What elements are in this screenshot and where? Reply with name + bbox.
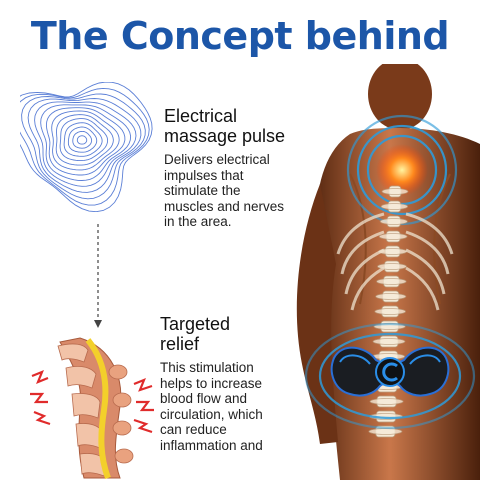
section-heading-electrical-pulse: Electrical massage pulse bbox=[164, 106, 285, 146]
section-body-targeted-relief: This stimulation helps to increase blood… bbox=[160, 360, 263, 453]
heading-line: Electrical bbox=[164, 106, 238, 126]
heading-line: relief bbox=[160, 334, 200, 354]
body-line: blood flow and bbox=[160, 391, 248, 406]
heading-line: massage pulse bbox=[164, 126, 286, 146]
body-line: impulses that bbox=[164, 167, 244, 183]
wave-contour bbox=[59, 118, 109, 162]
vertebra-process bbox=[379, 218, 408, 225]
vertebra-process bbox=[380, 203, 409, 210]
page-title: The Concept behind bbox=[30, 14, 450, 58]
vertebra-process bbox=[378, 233, 408, 240]
wave-contour bbox=[55, 114, 114, 166]
wave-contour bbox=[27, 98, 142, 193]
body-line: Delivers electrical bbox=[164, 152, 270, 167]
body-line: circulation, which bbox=[160, 406, 263, 422]
body-line: muscles and nerves bbox=[164, 198, 285, 214]
wave-contour bbox=[20, 87, 150, 206]
vertebra-process bbox=[381, 188, 409, 195]
vertebra-process bbox=[375, 293, 407, 300]
body-line: stimulate the bbox=[164, 183, 241, 198]
wave-contour bbox=[76, 135, 88, 145]
vertebra-process bbox=[369, 398, 404, 405]
massager-device-icon bbox=[330, 346, 450, 397]
pain-glow bbox=[376, 144, 428, 196]
body-line: inflammation and bbox=[160, 437, 263, 453]
wave-contour bbox=[21, 93, 146, 200]
body-line: in the area. bbox=[164, 214, 232, 229]
down-arrow-icon bbox=[94, 224, 102, 328]
heading-line: Targeted bbox=[160, 314, 231, 334]
vertebra-process bbox=[372, 338, 406, 345]
body-line: can reduce bbox=[160, 422, 227, 437]
pulse-wave-icon bbox=[20, 82, 153, 212]
vertebra-process bbox=[376, 278, 407, 285]
wave-contour bbox=[45, 107, 126, 176]
wave-contour bbox=[20, 82, 153, 212]
section-body-electrical-pulse: Delivers electrical impulses that stimul… bbox=[164, 152, 284, 230]
wave-contour bbox=[34, 101, 137, 187]
body-line: This stimulation bbox=[160, 360, 254, 375]
body-line: helps to increase bbox=[160, 375, 263, 391]
vertebra-process bbox=[374, 308, 406, 315]
wave-contour bbox=[67, 126, 98, 153]
spine-pain-icon bbox=[30, 337, 154, 480]
vertebra-process bbox=[368, 428, 403, 435]
wave-contour bbox=[72, 130, 93, 149]
vertebra-process bbox=[377, 263, 407, 270]
human-back-illustration bbox=[296, 64, 480, 480]
wave-contour bbox=[40, 104, 132, 181]
wave-contour bbox=[51, 110, 120, 171]
wave-contour bbox=[63, 122, 103, 157]
section-heading-targeted-relief: Targeted relief bbox=[160, 314, 230, 354]
